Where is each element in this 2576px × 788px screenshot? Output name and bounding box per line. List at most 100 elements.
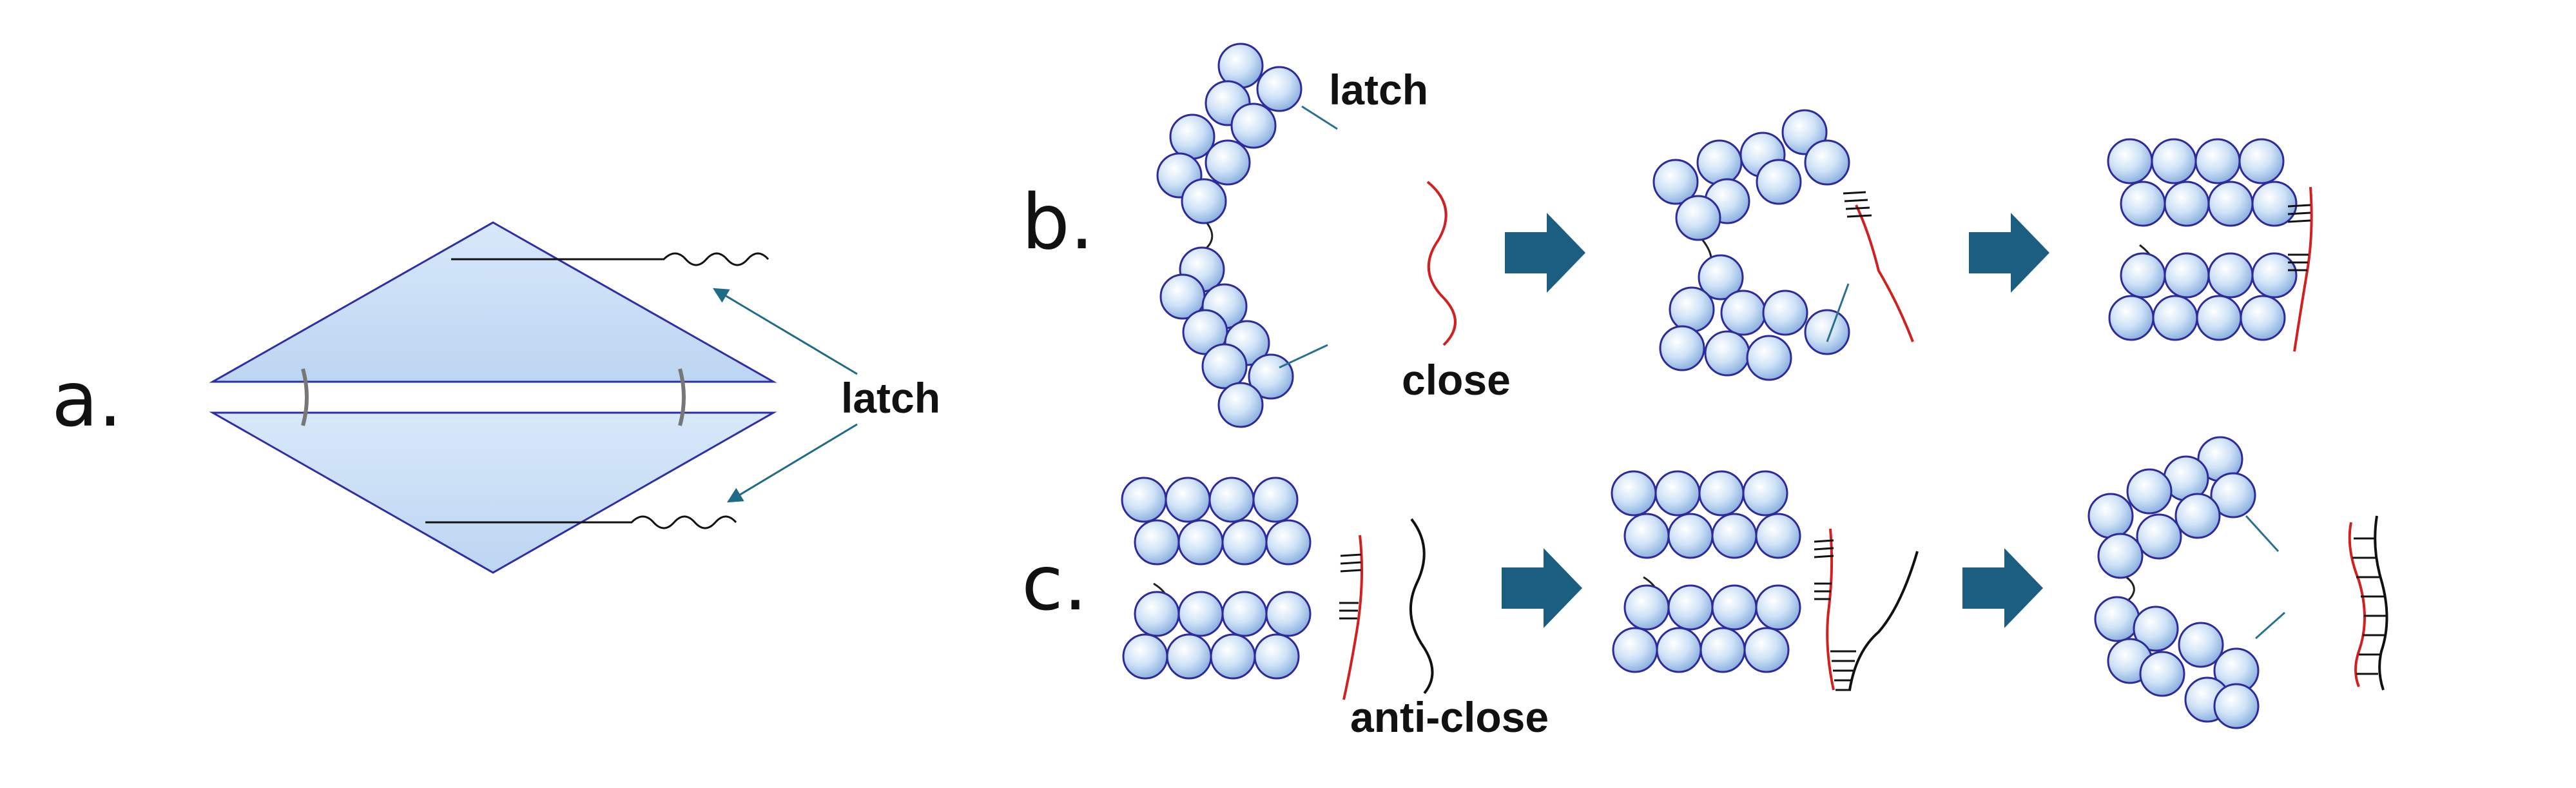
sphere bbox=[1711, 513, 1758, 559]
close-strand-bound-c1 bbox=[1342, 535, 1364, 700]
sphere bbox=[1659, 325, 1705, 371]
panel-a: a. latch bbox=[52, 221, 940, 574]
sphere bbox=[2196, 295, 2242, 341]
sphere bbox=[1221, 591, 1268, 637]
upper-plate bbox=[209, 221, 777, 383]
sphere bbox=[1704, 330, 1750, 377]
sphere bbox=[1205, 139, 1251, 186]
open-structure-b bbox=[1156, 43, 1303, 428]
sphere bbox=[1743, 627, 1790, 673]
sphere bbox=[1755, 584, 1801, 631]
left-hinge bbox=[301, 368, 309, 426]
sphere bbox=[1623, 513, 1670, 559]
sphere bbox=[2207, 252, 2254, 299]
sphere bbox=[1612, 627, 1658, 673]
sphere bbox=[1654, 470, 1701, 517]
close-label: close bbox=[1402, 356, 1511, 404]
sphere bbox=[2136, 513, 2182, 560]
sphere bbox=[2087, 493, 2134, 539]
sphere bbox=[1201, 343, 1248, 389]
sphere bbox=[1700, 627, 1746, 673]
sphere bbox=[1804, 309, 1850, 355]
close-strand-bound-b1 bbox=[1855, 204, 1914, 342]
sphere bbox=[2152, 295, 2198, 341]
sphere bbox=[1265, 519, 1312, 566]
sphere bbox=[1256, 66, 1303, 112]
sphere bbox=[1208, 477, 1255, 523]
close-strand bbox=[1426, 181, 1457, 346]
sphere bbox=[1134, 591, 1180, 637]
sphere bbox=[1756, 159, 1802, 205]
sphere bbox=[1134, 519, 1180, 566]
latch-label-a: latch bbox=[841, 374, 940, 422]
sphere bbox=[1755, 513, 1801, 559]
sphere bbox=[2164, 252, 2210, 299]
panel-b: b. latch close bbox=[1022, 43, 2313, 428]
sphere bbox=[2126, 468, 2173, 515]
panel-b-letter: b. bbox=[1022, 177, 1094, 266]
close-strand-bound-c2 bbox=[1826, 528, 1835, 691]
sphere bbox=[2133, 606, 2179, 652]
panel-a-letter: a. bbox=[52, 355, 122, 444]
latch-pointer-upper bbox=[712, 288, 858, 375]
sphere bbox=[2178, 622, 2224, 668]
sphere bbox=[2194, 138, 2241, 184]
sphere bbox=[2213, 683, 2260, 729]
sphere bbox=[2238, 138, 2285, 184]
latch-strand-bottom-b bbox=[1279, 344, 1328, 369]
anti-close-strand-bound-c2 bbox=[1848, 551, 1919, 691]
right-arrow-icon bbox=[1505, 213, 1585, 293]
sphere bbox=[1165, 477, 1211, 523]
sphere bbox=[1720, 290, 1767, 336]
latch-strand-top-c bbox=[2245, 515, 2280, 553]
sphere bbox=[2164, 181, 2210, 227]
intermediate-structure-b bbox=[1652, 109, 1850, 381]
sphere bbox=[1611, 470, 1657, 517]
duplex-rungs-c2 bbox=[1814, 539, 1856, 691]
lower-latch-strand bbox=[425, 515, 737, 529]
sphere bbox=[1698, 470, 1745, 517]
panel-c: c. anti-close bbox=[1022, 436, 2388, 741]
panel-c-letter: c. bbox=[1022, 538, 1087, 627]
duplex-rungs-b2 bbox=[2287, 204, 2311, 271]
sphere bbox=[1698, 254, 1744, 300]
right-hinge bbox=[678, 368, 686, 426]
right-arrow-icon bbox=[1502, 548, 1582, 628]
upper-latch-strand bbox=[451, 252, 770, 266]
sphere bbox=[1652, 159, 1699, 205]
sphere bbox=[2120, 181, 2166, 227]
sphere bbox=[2120, 252, 2166, 299]
sphere bbox=[1742, 470, 1788, 517]
sphere bbox=[1623, 584, 1670, 631]
sphere bbox=[2107, 138, 2153, 184]
sphere bbox=[2097, 533, 2144, 579]
sphere bbox=[1210, 633, 1256, 680]
sphere bbox=[1656, 627, 1702, 673]
sphere bbox=[2139, 651, 2185, 697]
duplex-rungs-c1 bbox=[1339, 553, 1362, 620]
sphere bbox=[1696, 139, 1743, 186]
intermediate-structure-c bbox=[1611, 470, 1801, 673]
latch-strand-top-b bbox=[1301, 105, 1338, 130]
latch-pointer-lower bbox=[726, 423, 858, 503]
sphere bbox=[2240, 295, 2286, 341]
hinge-strand bbox=[1201, 218, 1214, 253]
sphere bbox=[1166, 633, 1212, 680]
sphere bbox=[1669, 286, 1715, 333]
sphere bbox=[1667, 513, 1714, 559]
sphere bbox=[1177, 591, 1224, 637]
sphere bbox=[2151, 138, 2197, 184]
open-structure-c bbox=[2087, 436, 2260, 729]
sphere bbox=[1181, 178, 1227, 224]
sphere bbox=[2207, 181, 2254, 227]
right-arrow-icon bbox=[1962, 548, 2043, 628]
closed-structure-c bbox=[1121, 477, 1312, 680]
sphere bbox=[2210, 472, 2256, 518]
sphere bbox=[1762, 290, 1808, 336]
duplex-rungs-b1 bbox=[1843, 191, 1872, 218]
sphere bbox=[1230, 103, 1277, 149]
latch-label-b: latch bbox=[1329, 66, 1428, 113]
sphere bbox=[1667, 584, 1714, 631]
sphere bbox=[2251, 252, 2298, 299]
sphere bbox=[2174, 493, 2221, 539]
